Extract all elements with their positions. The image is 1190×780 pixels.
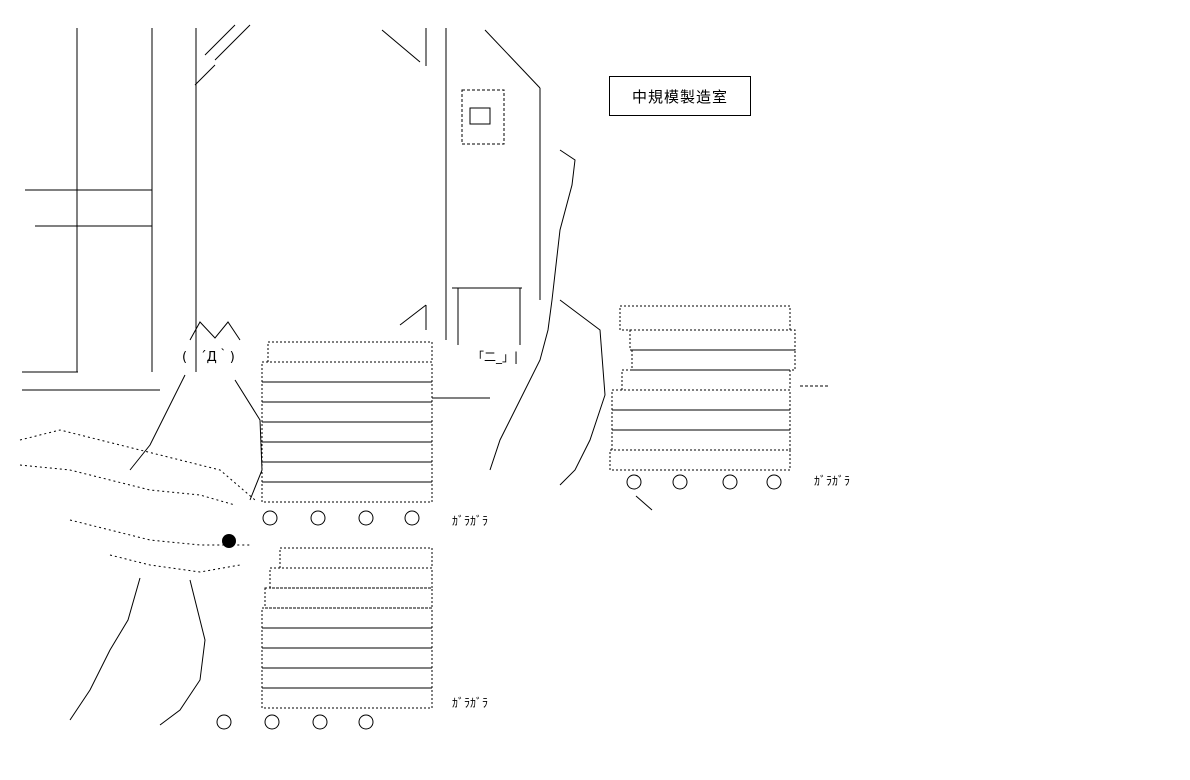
- bomb-icon: [222, 534, 236, 548]
- cargo-row: [261, 401, 433, 423]
- roof-line: [214, 24, 251, 61]
- cargo-row: [261, 481, 433, 503]
- cargo-row: [619, 305, 791, 331]
- wheel: [312, 714, 328, 730]
- wheel: [310, 510, 326, 526]
- cargo-row: [261, 421, 433, 443]
- sound-effect-text: ｶﾞﾗｶﾞﾗ: [452, 696, 489, 710]
- cargo-row: [611, 429, 791, 451]
- wheel: [722, 474, 738, 490]
- figure-outline: [159, 579, 206, 726]
- wheel: [766, 474, 782, 490]
- cargo-row: [611, 409, 791, 431]
- creature-outline: [109, 554, 241, 573]
- sound-effect-text: ｶﾞﾗｶﾞﾗ: [452, 514, 489, 528]
- roof-line: [194, 64, 216, 86]
- cargo-row: [279, 547, 433, 569]
- dash-line: [635, 495, 653, 511]
- creature-outline: [19, 464, 236, 506]
- wheel: [358, 714, 374, 730]
- cargo-row: [261, 607, 433, 629]
- figure-outline: [69, 577, 141, 721]
- wheel: [216, 714, 232, 730]
- figure-outline: [129, 374, 186, 471]
- roof-line: [381, 29, 421, 63]
- roof-line: [484, 29, 541, 89]
- window-pane: [469, 107, 491, 125]
- door-line: [399, 304, 427, 326]
- cargo-row: [269, 567, 433, 589]
- figure-outline: [559, 299, 606, 486]
- roof-line: [204, 24, 236, 56]
- cargo-row: [261, 667, 433, 689]
- character-face: ( ´Д｀): [182, 350, 235, 365]
- cargo-row: [261, 461, 433, 483]
- cargo-row: [631, 349, 796, 371]
- cargo-row: [261, 647, 433, 669]
- room-sign: 中規模製造室: [609, 76, 751, 116]
- wheel: [264, 714, 280, 730]
- room-sign-label: 中規模製造室: [631, 87, 728, 106]
- figure-ears: [189, 321, 241, 341]
- wheel: [626, 474, 642, 490]
- cargo-row: [261, 361, 433, 383]
- cargo-row: [264, 587, 433, 609]
- cargo-row: [261, 687, 433, 709]
- cargo-row: [261, 441, 433, 463]
- cargo-row: [261, 381, 433, 403]
- wheel: [262, 510, 278, 526]
- sound-effect-text: ｶﾞﾗｶﾞﾗ: [814, 474, 851, 488]
- figure-outline: [234, 379, 263, 501]
- cart-label: ｢二_」|: [478, 350, 519, 364]
- cargo-row: [261, 627, 433, 649]
- wheel: [672, 474, 688, 490]
- cargo-row: [629, 329, 796, 351]
- window-box: [461, 89, 505, 145]
- cargo-row: [267, 341, 433, 363]
- wheel: [358, 510, 374, 526]
- wheel: [404, 510, 420, 526]
- cargo-row: [611, 389, 791, 411]
- cargo-row: [621, 369, 791, 391]
- cargo-row: [609, 449, 791, 471]
- figure-outline: [489, 149, 576, 471]
- creature-outline: [19, 429, 256, 501]
